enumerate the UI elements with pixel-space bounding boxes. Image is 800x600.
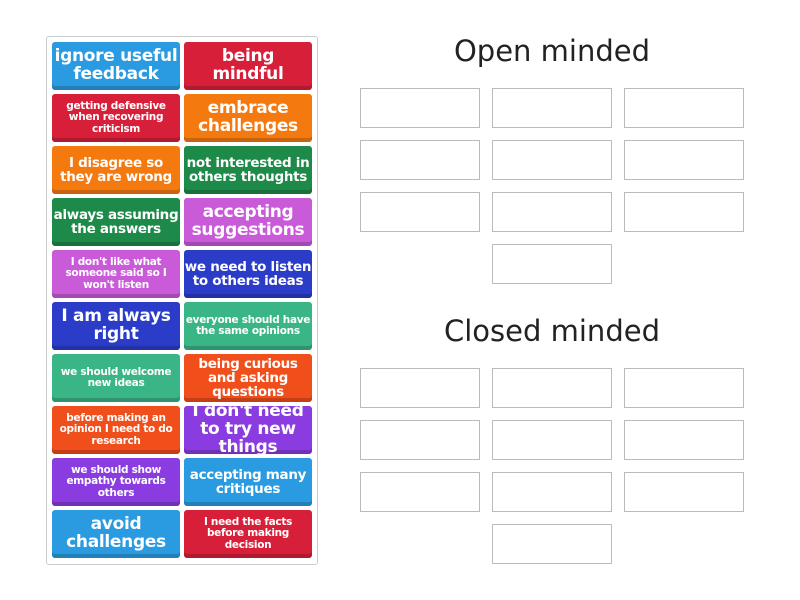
draggable-tile[interactable]: everyone should have the same opinions — [184, 302, 312, 350]
draggable-tile[interactable]: we should show empathy towards others — [52, 458, 180, 506]
draggable-tile[interactable]: ignore useful feedback — [52, 42, 180, 90]
draggable-tile[interactable]: not interested in others thoughts — [184, 146, 312, 194]
open-minded-drop-slot[interactable] — [492, 192, 612, 232]
open-minded-drop-slot[interactable] — [492, 88, 612, 128]
open-minded-drop-slot[interactable] — [360, 192, 480, 232]
closed-minded-drop-slot[interactable] — [624, 472, 744, 512]
open-minded-drop-slot[interactable] — [360, 140, 480, 180]
draggable-tile[interactable]: accepting many critiques — [184, 458, 312, 506]
closed-minded-drop-slot[interactable] — [492, 524, 612, 564]
draggable-tile[interactable]: before making an opinion I need to do re… — [52, 406, 180, 454]
closed-minded-drop-slot[interactable] — [492, 420, 612, 460]
draggable-tile[interactable]: we need to listen to others ideas — [184, 250, 312, 298]
draggable-tile[interactable]: I don't like what someone said so I won'… — [52, 250, 180, 298]
open-minded-drop-slot[interactable] — [492, 244, 612, 284]
closed-minded-drop-slot[interactable] — [360, 368, 480, 408]
group-title-closed-minded: Closed minded — [444, 314, 660, 348]
open-minded-drop-slot[interactable] — [624, 140, 744, 180]
closed-minded-drop-slot[interactable] — [624, 420, 744, 460]
closed-minded-drop-slot[interactable] — [492, 368, 612, 408]
draggable-tile[interactable]: being curious and asking questions — [184, 354, 312, 402]
draggable-tile[interactable]: avoid challenges — [52, 510, 180, 558]
open-minded-drop-slot[interactable] — [360, 88, 480, 128]
group-title-open-minded: Open minded — [453, 34, 651, 68]
draggable-tile[interactable]: being mindful — [184, 42, 312, 90]
open-minded-drop-slot[interactable] — [624, 88, 744, 128]
draggable-tile[interactable]: embrace challenges — [184, 94, 312, 142]
closed-minded-drop-slot[interactable] — [360, 420, 480, 460]
draggable-tile[interactable]: I disagree so they are wrong — [52, 146, 180, 194]
draggable-tile[interactable]: I am always right — [52, 302, 180, 350]
closed-minded-drop-slot[interactable] — [624, 368, 744, 408]
draggable-tile[interactable]: always assuming the answers — [52, 198, 180, 246]
closed-minded-drop-slot[interactable] — [492, 472, 612, 512]
draggable-tile[interactable]: getting defensive when recovering critic… — [52, 94, 180, 142]
draggable-tile[interactable]: I don't need to try new things — [184, 402, 312, 456]
closed-minded-drop-slot[interactable] — [360, 472, 480, 512]
draggable-tile[interactable]: accepting suggestions — [184, 198, 312, 246]
open-minded-drop-slot[interactable] — [492, 140, 612, 180]
open-minded-drop-slot[interactable] — [624, 192, 744, 232]
draggable-tile[interactable]: I need the facts before making decision — [184, 510, 312, 558]
draggable-tile[interactable]: we should welcome new ideas — [52, 354, 180, 402]
